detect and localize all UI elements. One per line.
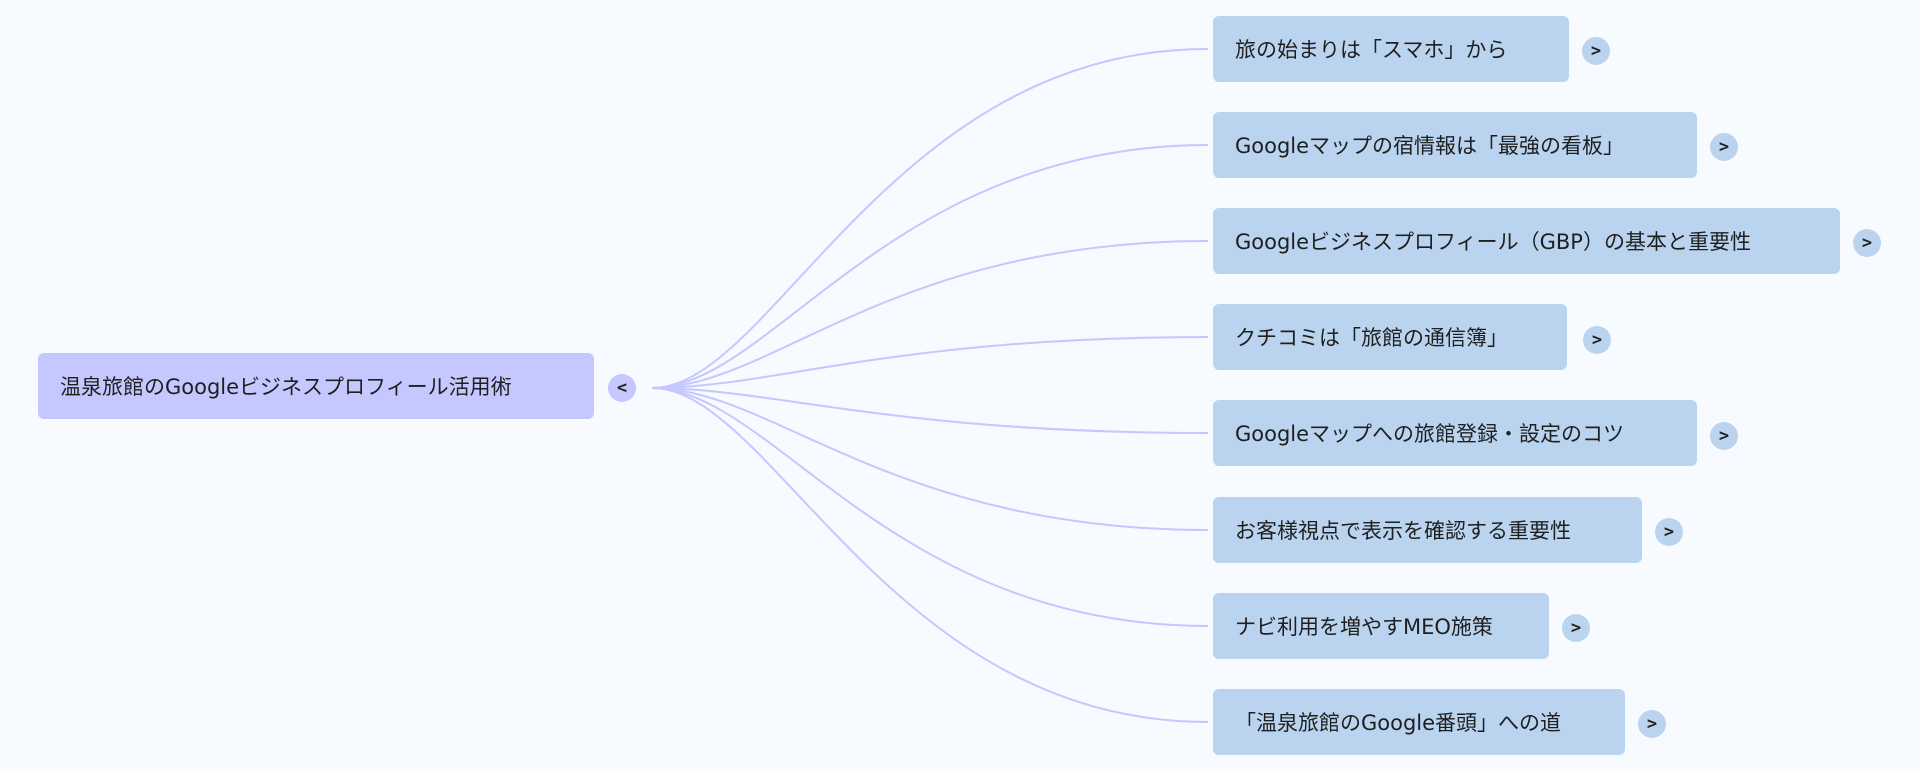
branch-node-4[interactable]: クチコミは「旅館の通信簿」 (1213, 304, 1567, 370)
connector-line-4 (651, 336, 1209, 389)
root-node[interactable]: 温泉旅館のGoogleビジネスプロフィール活用術 (38, 353, 594, 419)
connector-line-7 (651, 387, 1209, 627)
branch-node-label: クチコミは「旅館の通信簿」 (1235, 326, 1508, 350)
branch-node-8[interactable]: 「温泉旅館のGoogle番頭」への道 (1213, 689, 1625, 755)
branch-node-6[interactable]: お客様視点で表示を確認する重要性 (1213, 497, 1642, 563)
branch-expand-toggle-4[interactable]: > (1583, 326, 1611, 354)
chevron-right-icon: > (1718, 137, 1730, 157)
branch-expand-toggle-6[interactable]: > (1655, 518, 1683, 546)
branch-node-label: Googleマップの宿情報は「最強の看板」 (1235, 134, 1625, 158)
connector-line-2 (651, 144, 1209, 389)
chevron-right-icon: > (1861, 233, 1873, 253)
branch-node-label: 「温泉旅館のGoogle番頭」への道 (1235, 711, 1562, 735)
connector-line-3 (651, 240, 1209, 389)
branch-expand-toggle-5[interactable]: > (1710, 422, 1738, 450)
branch-node-label: ナビ利用を増やすMEO施策 (1235, 615, 1493, 639)
branch-node-1[interactable]: 旅の始まりは「スマホ」から (1213, 16, 1569, 82)
connector-line-6 (651, 387, 1209, 531)
branch-expand-toggle-2[interactable]: > (1710, 133, 1738, 161)
chevron-right-icon: > (1663, 522, 1675, 542)
branch-node-7[interactable]: ナビ利用を増やすMEO施策 (1213, 593, 1549, 659)
branch-expand-toggle-7[interactable]: > (1562, 614, 1590, 642)
connector-line-1 (651, 48, 1209, 389)
branch-node-5[interactable]: Googleマップへの旅館登録・設定のコツ (1213, 400, 1697, 466)
chevron-right-icon: > (1646, 714, 1658, 734)
branch-node-2[interactable]: Googleマップの宿情報は「最強の看板」 (1213, 112, 1697, 178)
branch-expand-toggle-1[interactable]: > (1582, 37, 1610, 65)
branch-expand-toggle-8[interactable]: > (1638, 710, 1666, 738)
branch-node-label: お客様視点で表示を確認する重要性 (1235, 519, 1571, 543)
branch-node-label: Googleビジネスプロフィール（GBP）の基本と重要性 (1235, 230, 1751, 254)
root-node-label: 温泉旅館のGoogleビジネスプロフィール活用術 (60, 375, 512, 399)
chevron-right-icon: > (1570, 618, 1582, 638)
connector-line-8 (651, 387, 1209, 723)
chevron-left-icon: < (616, 378, 628, 398)
root-collapse-toggle[interactable]: < (608, 374, 636, 402)
branch-node-label: 旅の始まりは「スマホ」から (1235, 38, 1508, 62)
connector-line-5 (651, 387, 1209, 434)
branch-node-label: Googleマップへの旅館登録・設定のコツ (1235, 422, 1625, 446)
branch-expand-toggle-3[interactable]: > (1853, 229, 1881, 257)
chevron-right-icon: > (1590, 41, 1602, 61)
chevron-right-icon: > (1591, 330, 1603, 350)
branch-node-3[interactable]: Googleビジネスプロフィール（GBP）の基本と重要性 (1213, 208, 1840, 274)
chevron-right-icon: > (1718, 426, 1730, 446)
